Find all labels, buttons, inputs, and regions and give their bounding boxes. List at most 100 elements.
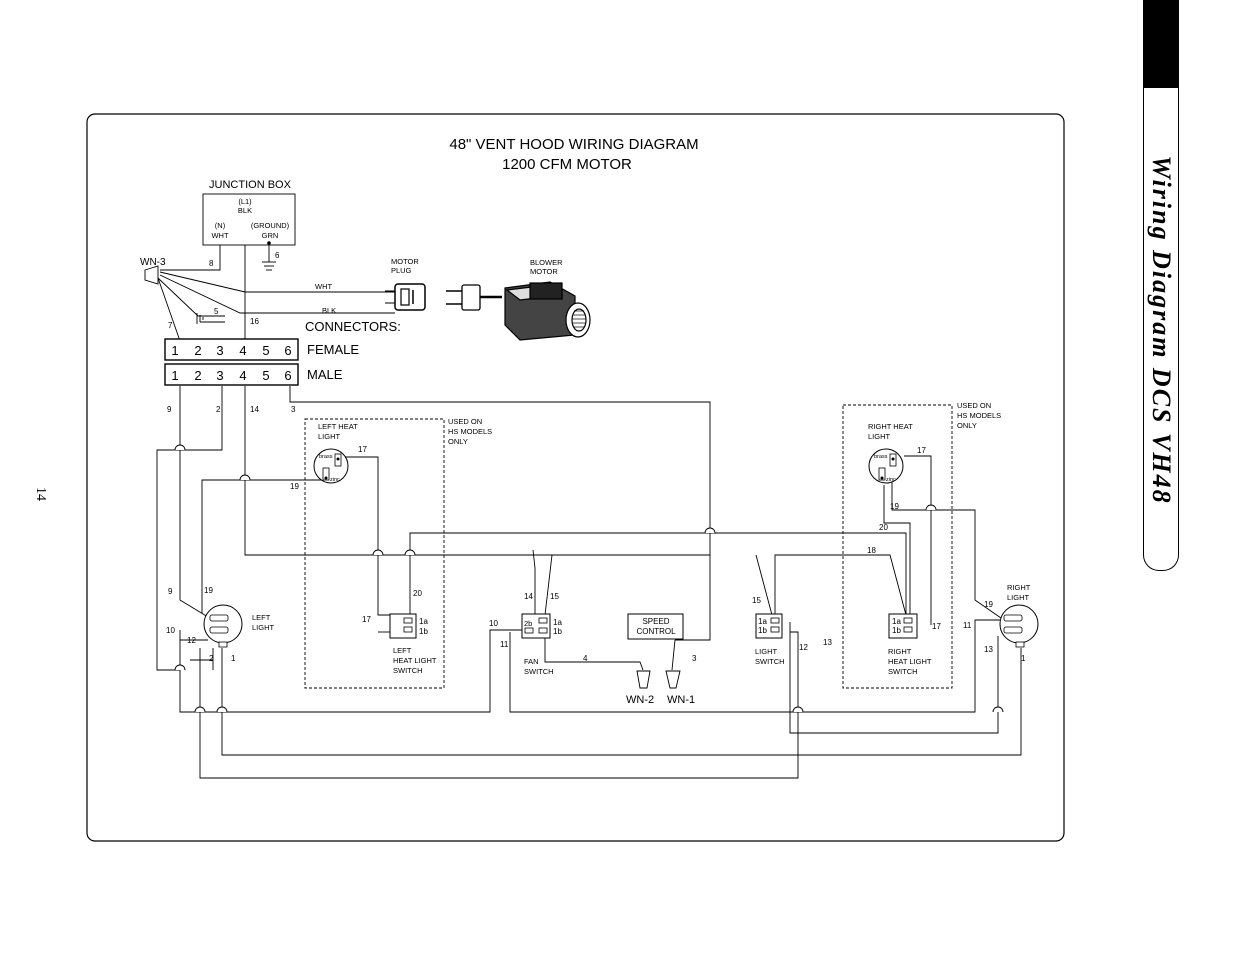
right-hs-note-line3: ONLY — [957, 421, 977, 430]
right-hs-note-line2: HS MODELS — [957, 411, 1001, 420]
fan-switch — [521, 613, 551, 639]
wire-label-10: 10 — [489, 619, 498, 628]
wire-label-20: 20 — [879, 523, 888, 532]
diagram-title: 48" VENT HOOD WIRING DIAGRAM — [449, 136, 698, 153]
junction-blk: BLK — [238, 206, 252, 215]
diagram-frame — [86, 113, 1065, 842]
female-pin: 3 — [216, 343, 223, 358]
motor-plug-label-line1: MOTOR — [391, 257, 419, 266]
wires — [156, 233, 1022, 779]
wire-label-16: 16 — [250, 317, 259, 326]
junction-n: (N) — [215, 221, 226, 230]
wire-color-blk: BLK — [322, 306, 336, 315]
wire-label-14: 14 — [524, 592, 533, 601]
motor-plug-label-line2: PLUG — [391, 266, 412, 275]
wire-label-20: 20 — [413, 589, 422, 598]
light-switch — [755, 613, 783, 639]
ground-terminal — [267, 241, 271, 245]
fan-switch-2b: 2b — [524, 619, 532, 628]
left-light-label-line1: LEFT — [252, 613, 271, 622]
wn1-wire-nut-icon — [665, 670, 681, 689]
junction-box — [202, 193, 296, 246]
left-heat-light-socket — [313, 448, 349, 484]
male-plug-icon — [446, 284, 502, 311]
left-heat-light-switch — [389, 613, 417, 639]
chassis-ground-icon — [196, 313, 204, 324]
wire-label-14: 14 — [250, 405, 259, 414]
right-heat-switch-label-line3: SWITCH — [888, 667, 918, 676]
male-pin: 5 — [262, 368, 269, 383]
left-hs-note-line2: HS MODELS — [448, 427, 492, 436]
right-brass-terminal-label: brass — [874, 454, 888, 460]
blower-motor-label-line1: BLOWER — [530, 258, 563, 267]
right-heat-switch-1b: 1b — [892, 626, 901, 635]
wire-crossovers — [174, 444, 1004, 713]
connectors-label: CONNECTORS: — [305, 319, 401, 334]
female-pin: 5 — [262, 343, 269, 358]
wire-label-9: 9 — [167, 405, 172, 414]
wire-label-17: 17 — [358, 445, 367, 454]
wire-label-2: 2 — [209, 654, 214, 663]
left-light-socket — [203, 604, 243, 648]
wire-label-8: 8 — [209, 259, 214, 268]
male-pin: 4 — [239, 368, 246, 383]
male-pin: 6 — [284, 368, 291, 383]
junction-grn: GRN — [262, 231, 279, 240]
wire-label-9: 9 — [168, 587, 173, 596]
female-connector-pins: 1 2 3 4 5 6 — [171, 343, 291, 358]
junction-ground: (GROUND) — [251, 221, 290, 230]
male-label: MALE — [307, 367, 343, 382]
fan-switch-label-line2: SWITCH — [524, 667, 554, 676]
female-pin: 1 — [171, 343, 178, 358]
fan-switch-1b: 1b — [553, 627, 562, 636]
left-brass-terminal-label: brass — [319, 454, 333, 460]
fan-switch-1a: 1a — [553, 618, 562, 627]
wire-label-10: 10 — [166, 626, 175, 635]
motor-plug-icon — [394, 283, 426, 311]
speed-control — [627, 613, 684, 640]
wire-label-3: 3 — [692, 654, 697, 663]
right-heat-light-socket — [868, 448, 904, 484]
wire-label-12: 12 — [799, 643, 808, 652]
junction-l1: (L1) — [238, 197, 252, 206]
right-light-label-line2: LIGHT — [1007, 593, 1030, 602]
wire-label-5: 5 — [214, 307, 219, 316]
wire-label-19: 19 — [290, 482, 299, 491]
right-zinc-terminal-label: zinc — [886, 477, 896, 483]
side-tab — [1143, 0, 1179, 572]
male-pin: 3 — [216, 368, 223, 383]
male-pin: 1 — [171, 368, 178, 383]
wire-label-6: 6 — [275, 251, 280, 260]
wire-label-13: 13 — [823, 638, 832, 647]
wire-label-18: 18 — [867, 546, 876, 555]
wire-label-12: 12 — [187, 636, 196, 645]
female-label: FEMALE — [307, 342, 359, 357]
blower-motor-label-line2: MOTOR — [530, 267, 558, 276]
left-light-label-line2: LIGHT — [252, 623, 275, 632]
left-hs-note-line1: USED ON — [448, 417, 482, 426]
right-heat-switch-label-line2: HEAT LIGHT — [888, 657, 932, 666]
left-heat-switch-label-line1: LEFT — [393, 646, 412, 655]
male-connector-pins: 1 2 3 4 5 6 — [171, 368, 291, 383]
female-connector — [164, 338, 299, 361]
ground-icon — [262, 261, 276, 271]
wire-label-1: 1 — [1021, 654, 1026, 663]
side-tab-black-bar — [1143, 0, 1179, 88]
right-heat-light-label-line1: RIGHT HEAT — [868, 422, 913, 431]
speed-control-label-line1: SPEED — [642, 617, 669, 626]
male-pin: 2 — [194, 368, 201, 383]
light-switch-1b: 1b — [758, 626, 767, 635]
male-connector — [164, 363, 299, 386]
junction-wht: WHT — [211, 231, 228, 240]
wire-label-7: 7 — [168, 321, 173, 330]
light-switch-1a: 1a — [758, 617, 767, 626]
right-light-label-line1: RIGHT — [1007, 583, 1031, 592]
light-switch-label-line1: LIGHT — [755, 647, 778, 656]
wire-label-13: 13 — [984, 645, 993, 654]
wire-label-3: 3 — [291, 405, 296, 414]
right-heat-switch-label-line1: RIGHT — [888, 647, 912, 656]
left-hs-note-line3: ONLY — [448, 437, 468, 446]
wire-label-19: 19 — [890, 502, 899, 511]
fan-switch-label-line1: FAN — [524, 657, 539, 666]
side-tab-box — [1143, 88, 1179, 571]
